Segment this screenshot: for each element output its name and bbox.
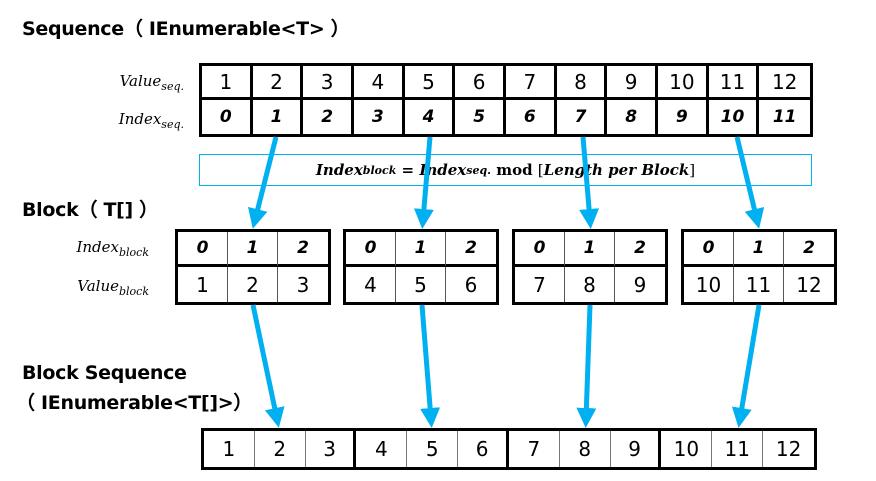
index-seq-label-base: Index (118, 110, 162, 128)
block-sequence-cell: 8 (560, 431, 611, 467)
arrow-block-to-bseq-2 (419, 304, 441, 428)
sequence-index-cell: 5 (455, 100, 506, 134)
sequence-value-cell: 4 (354, 66, 405, 100)
block-value-cell: 12 (796, 272, 822, 297)
formula-bracket-open: [ (537, 161, 544, 179)
index-block-label-base: Index (76, 238, 119, 256)
sequence-value-cell: 9 (607, 66, 658, 100)
block-value-cell: 6 (464, 272, 478, 297)
block-value-cell: 5 (396, 267, 446, 302)
block-value-cell: 9 (633, 272, 647, 297)
block-sequence-cell: 11 (712, 431, 764, 467)
arrow-block-to-bseq-3 (576, 304, 597, 428)
block-sequence-cell: 3 (306, 431, 357, 467)
block-index-cell: 1 (228, 232, 278, 267)
sequence-value-cell: 8 (556, 66, 608, 100)
sequence-index-cell: 2 (303, 100, 354, 134)
sequence-value-cell: 1 (202, 66, 253, 100)
formula-lhs: Index (315, 161, 363, 179)
block-sequence-cell: 2 (255, 431, 306, 467)
block-index-cell: 2 (278, 232, 328, 267)
value-block-label: Valueblock (77, 277, 149, 298)
block-sequence-cell: 9 (611, 431, 662, 467)
block-value-cell: 7 (515, 267, 565, 302)
block-value-cell: 11 (734, 267, 784, 302)
value-seq-label: Valueseq. (120, 72, 184, 93)
sequence-index-cell: 0 (202, 100, 253, 134)
value-seq-label-base: Value (119, 72, 162, 90)
block-heading: Block（ T[] ） (22, 199, 158, 221)
block-index-cell: 2 (784, 232, 834, 267)
value-block-label-base: Value (77, 277, 119, 295)
block-index-cell: 0 (178, 232, 228, 267)
formula-op: mod (490, 161, 538, 179)
formula-bracket-close: ] (689, 161, 696, 179)
block-value-cell: 8 (565, 267, 615, 302)
arrow-block-to-bseq-1 (250, 304, 285, 428)
formula-rhs-sub: seq. (466, 163, 491, 177)
sequence-heading: Sequence（ IEnumerable<T> ） (22, 18, 350, 40)
block-sequence-cell: 7 (509, 431, 560, 467)
sequence-index-cell: 11 (772, 107, 797, 127)
sequence-index-cell: 1 (253, 100, 304, 134)
block-value-cell: 3 (296, 272, 310, 297)
arrow-block-to-bseq-4 (731, 304, 762, 428)
block-value-cell: 2 (228, 267, 278, 302)
sequence-index-cell: 4 (405, 100, 456, 134)
value-block-label-sub: block (118, 285, 149, 298)
index-block-label-sub: block (118, 246, 149, 259)
sequence-index-cell: 9 (658, 100, 709, 134)
formula-param: Length per Block (543, 161, 690, 179)
block-sequence-heading: Block Sequence (22, 362, 187, 384)
sequence-value-cell: 11 (708, 66, 760, 100)
block-value-cell: 1 (178, 267, 228, 302)
block-index-cell: 2 (615, 232, 665, 267)
block-sequence-cell: 5 (407, 431, 459, 467)
block-sequence-cell: 12 (775, 437, 802, 461)
block-sequence-type-heading: （ IEnumerable<T[]>） (16, 392, 253, 414)
sequence-value-cell: 6 (455, 66, 506, 100)
sequence-value-cell: 5 (404, 66, 456, 100)
sequence-value-cell: 2 (252, 66, 304, 100)
formula-equals: = (396, 161, 420, 179)
block-index-cell: 1 (565, 232, 615, 267)
block-sequence-cell: 10 (661, 431, 713, 467)
index-seq-label-sub: seq. (161, 118, 184, 131)
value-seq-label-sub: seq. (161, 80, 184, 93)
formula-lhs-sub: block (362, 163, 397, 177)
sequence-value-cell: 10 (658, 66, 709, 100)
block-sequence-cell: 6 (458, 431, 509, 467)
sequence-index-cell: 3 (354, 100, 405, 134)
index-seq-label: Indexseq. (119, 110, 184, 131)
sequence-index-cell: 7 (557, 100, 608, 134)
sequence-value-cell: 3 (303, 66, 354, 100)
block-index-cell: 0 (346, 232, 396, 267)
index-block-label: Indexblock (76, 238, 149, 259)
block-sequence-cell: 4 (356, 431, 408, 467)
block-sequence-cell: 1 (204, 431, 255, 467)
sequence-index-cell: 8 (607, 100, 658, 134)
block-index-cell: 1 (396, 232, 446, 267)
block-index-cell: 1 (734, 232, 784, 267)
block-value-cell: 4 (346, 267, 396, 302)
block-index-cell: 0 (684, 232, 734, 267)
sequence-index-cell: 6 (506, 100, 557, 134)
block-index-cell: 0 (515, 232, 565, 267)
sequence-value-cell: 12 (759, 66, 810, 100)
block-index-cell: 2 (446, 232, 496, 267)
sequence-index-cell: 10 (709, 100, 760, 134)
formula-rhs: Index (419, 161, 467, 179)
block-value-cell: 10 (684, 267, 734, 302)
sequence-value-cell: 7 (506, 66, 557, 100)
